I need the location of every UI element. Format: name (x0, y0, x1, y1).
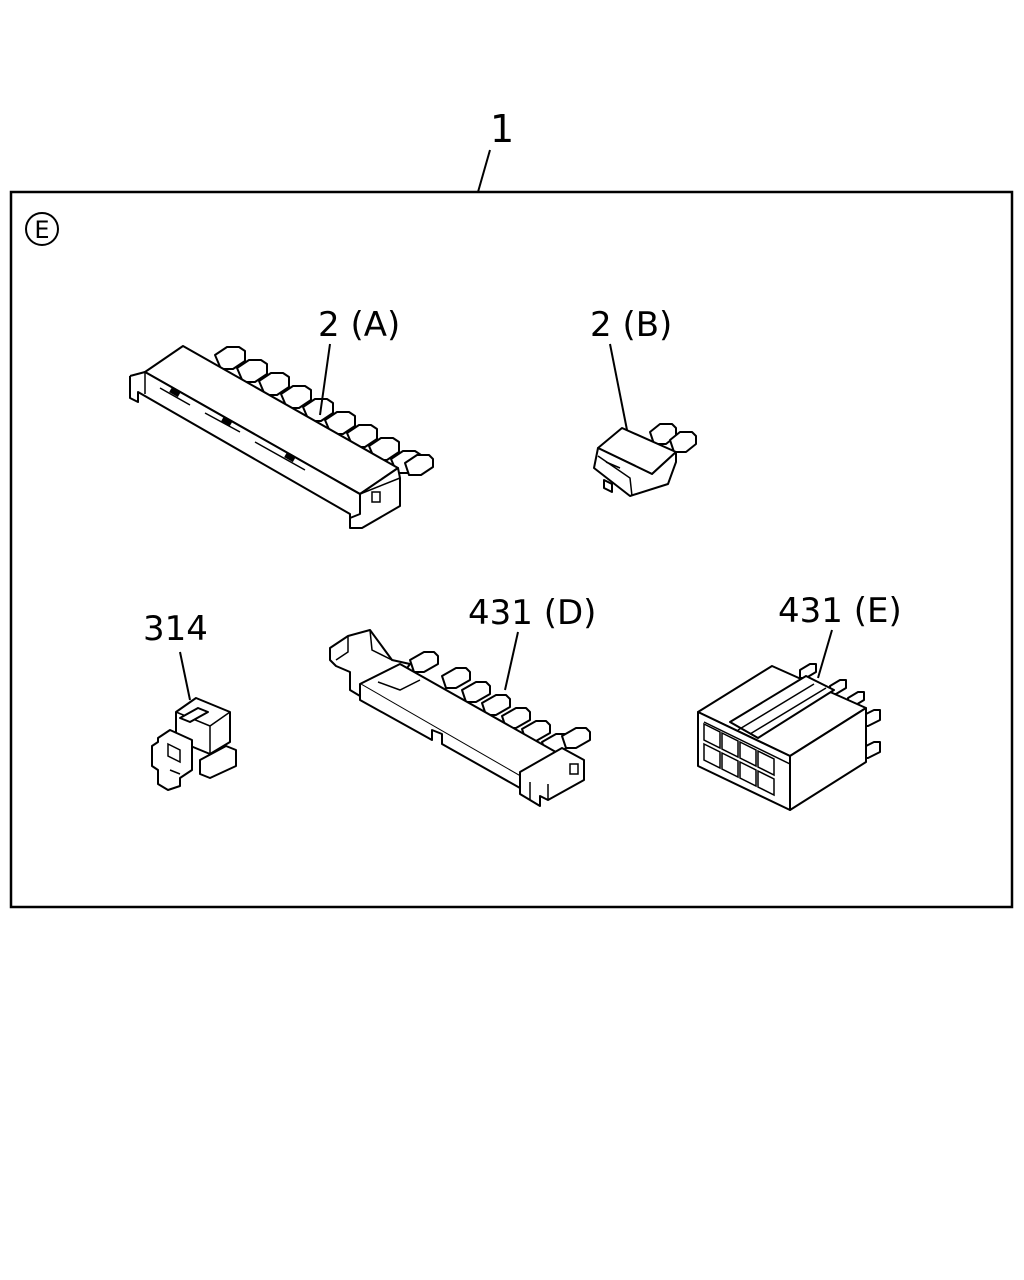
part-2b-illustration (593, 423, 697, 497)
variant-badge-letter: E (34, 216, 49, 244)
part-2a-label: 2 (A) (318, 305, 400, 345)
part-431e-label: 431 (E) (778, 591, 902, 631)
part-314-illustration (151, 697, 237, 791)
part-314-leader-line (179, 651, 191, 701)
assembly-frame (9, 190, 1014, 909)
part-431d-leader-line (504, 631, 519, 691)
part-431e-illustration (697, 663, 881, 811)
part-2b-leader-line (609, 343, 628, 431)
part-2a-illustration (129, 345, 434, 529)
part-2b-label: 2 (B) (590, 305, 672, 345)
part-2a-leader-line (319, 343, 331, 416)
assembly-number: 1 (490, 107, 514, 151)
part-431d-label: 431 (D) (468, 593, 596, 633)
part-314-label: 314 (143, 609, 208, 649)
part-431e-leader-line (817, 629, 833, 679)
assembly-leader-line (477, 149, 491, 193)
part-431d-illustration (329, 629, 591, 807)
variant-badge: E (25, 212, 59, 246)
